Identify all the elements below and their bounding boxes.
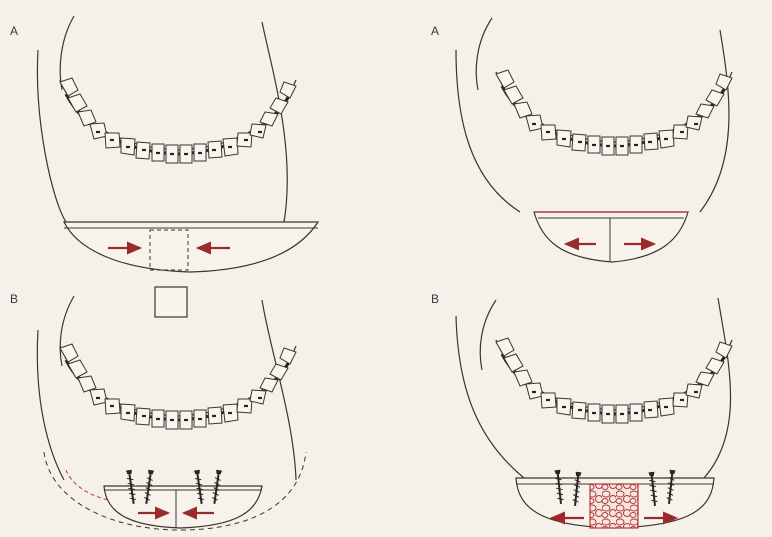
panel-top-right <box>456 18 732 262</box>
panel-bottom-right <box>456 298 732 528</box>
panel-top-left <box>37 16 318 317</box>
panel-bottom-left <box>37 296 306 530</box>
